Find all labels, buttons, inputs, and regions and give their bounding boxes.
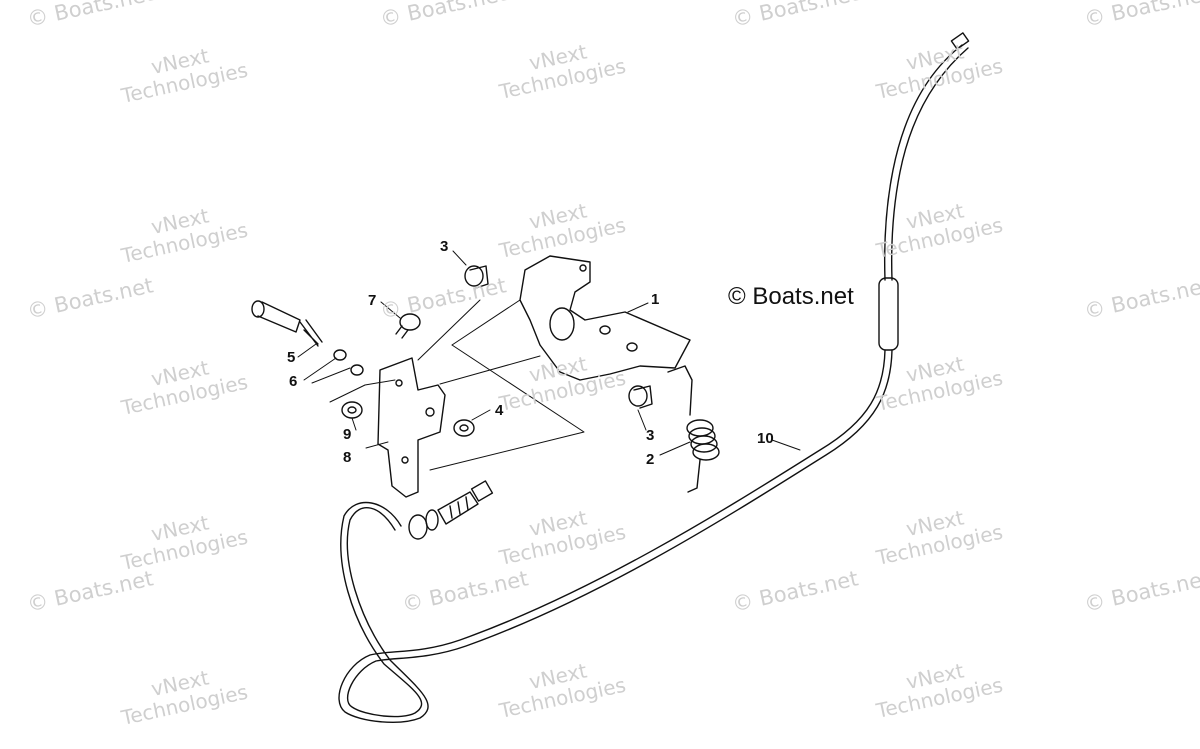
leader-lines	[297, 250, 801, 456]
callout-1: 1	[651, 291, 660, 308]
nut-9	[341, 401, 363, 419]
throttle-cable	[338, 32, 970, 723]
callout-8: 8	[343, 449, 352, 466]
mounting-bracket	[377, 357, 446, 498]
return-spring	[667, 365, 720, 493]
callout-10: 10	[757, 430, 774, 447]
callout-6: 6	[289, 373, 298, 390]
screw	[395, 313, 421, 339]
callout-3-upper: 3	[440, 238, 449, 255]
bushing-upper	[464, 265, 489, 289]
callout-5: 5	[287, 349, 296, 366]
pivot-bolt	[251, 300, 323, 347]
assembly-lines	[329, 299, 585, 471]
callout-3-lower: 3	[646, 427, 655, 444]
cable-adjuster	[408, 480, 494, 540]
callout-4: 4	[495, 402, 504, 419]
callout-7: 7	[368, 292, 377, 309]
copyright-label: © Boats.net	[728, 283, 854, 310]
callout-2: 2	[646, 451, 655, 468]
washers	[333, 349, 364, 376]
callout-9: 9	[343, 426, 352, 443]
bushing-lower	[628, 385, 653, 409]
throttle-lever	[519, 255, 691, 381]
nut-4	[453, 419, 475, 437]
